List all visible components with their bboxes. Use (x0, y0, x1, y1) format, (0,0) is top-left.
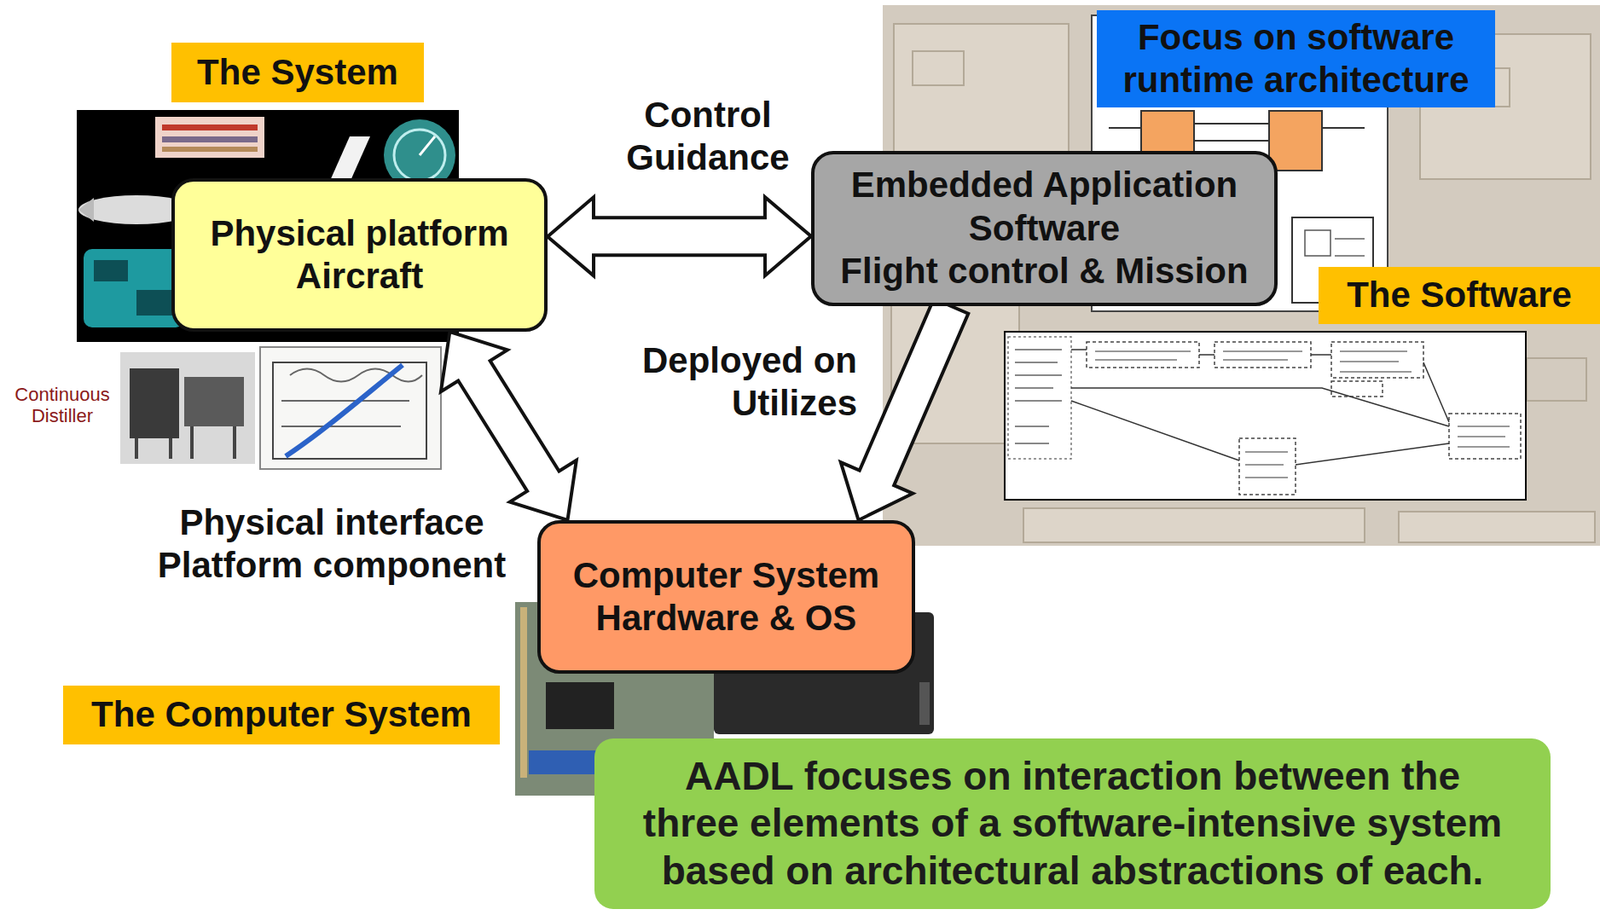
distiller-drawing (260, 347, 441, 470)
missile-nose (78, 197, 94, 222)
focus-banner: Focus on software runtime architecture (1096, 10, 1496, 108)
flow-box (1331, 381, 1383, 397)
port-box (1304, 230, 1331, 256)
edge-label: Control Guidance (597, 93, 819, 180)
edge-label: Physical interface Platform component (127, 501, 536, 588)
text-scribble (1095, 351, 1510, 478)
chip (545, 682, 615, 730)
double-block-arrow (440, 331, 577, 521)
paper-sheet (1398, 511, 1595, 543)
distiller-photo (120, 352, 256, 464)
box-text: The System (197, 51, 399, 94)
flow-curve (285, 365, 403, 457)
pin-header (520, 607, 528, 778)
gauge-ring (394, 129, 446, 181)
panel-strip (162, 146, 258, 152)
instrument-panel (155, 116, 265, 158)
section-tag: The Computer System (63, 685, 500, 745)
box-text: Embedded Application Software Flight con… (840, 163, 1248, 293)
text-scribble (1014, 349, 1062, 444)
paper-sheet (1023, 508, 1365, 543)
platform-box: Physical platform Aircraft (171, 178, 548, 332)
distiller-part (129, 368, 180, 439)
vehicle-window (93, 260, 128, 282)
vehicle-part (136, 289, 175, 316)
box-text: The Computer System (91, 693, 472, 737)
box-text: Computer System Hardware & OS (573, 554, 880, 641)
flow-line (1071, 349, 1450, 465)
box-text: AADL focuses on interaction between the … (643, 753, 1502, 895)
flow-box (1214, 342, 1311, 368)
box-text: The Software (1346, 273, 1572, 317)
flow-box (1086, 342, 1200, 368)
summary-box: AADL focuses on interaction between the … (594, 738, 1551, 910)
drawing-coil (281, 369, 423, 428)
paper-sheet (893, 23, 1069, 152)
port (919, 682, 930, 725)
gauge-needle (419, 136, 435, 156)
box-text: Focus on software runtime architecture (1122, 16, 1469, 103)
section-tag: The System (171, 42, 424, 103)
faint-box (1526, 358, 1587, 401)
software-box: Embedded Application Software Flight con… (811, 150, 1278, 307)
block-arrow (840, 298, 969, 521)
double-block-arrow (547, 197, 812, 276)
box-text: Physical platform Aircraft (209, 212, 509, 299)
panel-strip (162, 124, 258, 131)
flow-box (1239, 438, 1296, 495)
section-tag: The Software (1318, 266, 1600, 325)
drawing-outline (272, 362, 427, 459)
vehicle (83, 249, 185, 328)
component-box (1269, 110, 1322, 171)
distiller-legs (136, 426, 235, 459)
port-column (1008, 336, 1072, 459)
panel-strip (162, 136, 258, 143)
faint-box (912, 51, 964, 86)
data-flow-diagram (1004, 331, 1526, 500)
image-caption: Continuous Distiller (6, 383, 118, 428)
distiller-part (184, 376, 244, 427)
computer-box: Computer System Hardware & OS (537, 520, 916, 674)
edge-label: Deployed on Utilizes (597, 339, 858, 426)
